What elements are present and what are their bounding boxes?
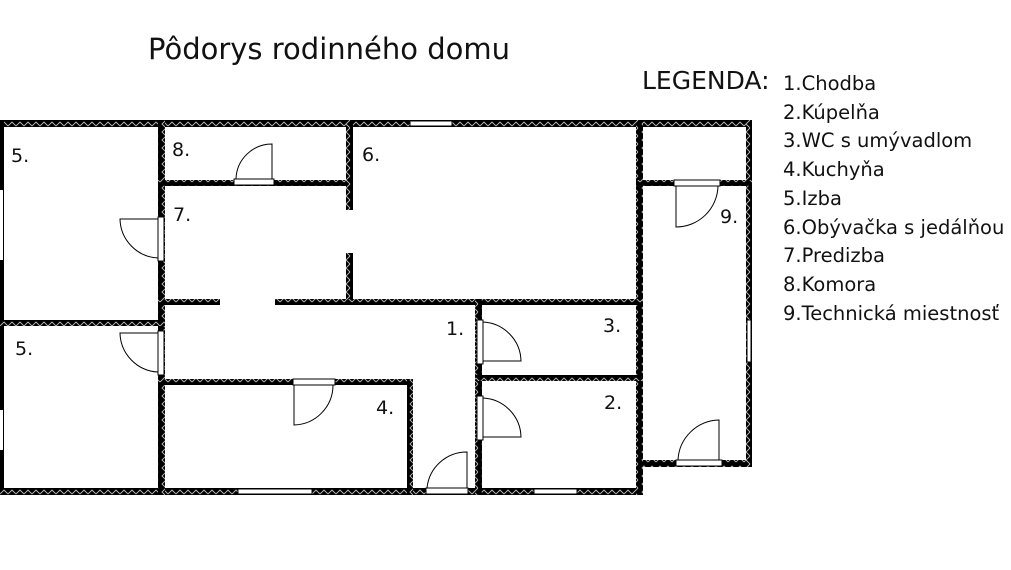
legend-item-wc: 3.WC s umývadlom <box>783 129 973 153</box>
legend-item-izba: 5.Izba <box>783 186 842 210</box>
legend-heading: LEGENDA: <box>642 66 770 95</box>
legend-item-obyvacka: 6.Obývačka s jedálňou <box>783 215 1005 239</box>
doors <box>119 143 723 495</box>
legend-item-kupelna: 2.Kúpelňa <box>783 100 880 124</box>
door-komora <box>233 143 275 186</box>
door-kuchyna <box>292 378 336 426</box>
legend-item-predizba: 7.Predizba <box>783 244 885 268</box>
door-kupelna <box>476 395 522 441</box>
room-label-kuchyna: 4. <box>376 397 395 419</box>
door-izba-lower <box>119 330 165 376</box>
door-entrance <box>425 451 469 495</box>
room-label-kupelna: 2. <box>604 392 623 414</box>
door-wc <box>476 319 522 365</box>
room-label-izba-upper: 5. <box>11 145 30 167</box>
legend-item-chodba: 1.Chodba <box>783 72 877 95</box>
windows <box>0 120 752 495</box>
room-label-izba-lower: 5. <box>15 338 34 360</box>
room-label-obyvacka: 6. <box>362 144 381 166</box>
legend-item-kuchyna: 4.Kuchyňa <box>783 158 885 182</box>
door-technicka-bottom <box>675 419 723 467</box>
door-technicka-top <box>673 179 721 228</box>
room-label-predizba: 7. <box>173 204 192 226</box>
room-label-technicka: 9. <box>720 206 739 228</box>
legend-item-technicka: 9.Technická miestnosť <box>783 301 1000 325</box>
walls <box>0 120 752 495</box>
room-label-komora: 8. <box>172 139 191 161</box>
legend-item-komora: 8.Komora <box>783 272 877 296</box>
door-izba-upper <box>119 216 165 262</box>
room-label-chodba: 1. <box>446 318 465 340</box>
legend-list: 1.Chodba 2.Kúpelňa 3.WC s umývadlom 4.Ku… <box>783 70 1004 328</box>
room-label-wc: 3. <box>603 315 622 337</box>
page-title: Pôdorys rodinného domu <box>148 32 510 66</box>
